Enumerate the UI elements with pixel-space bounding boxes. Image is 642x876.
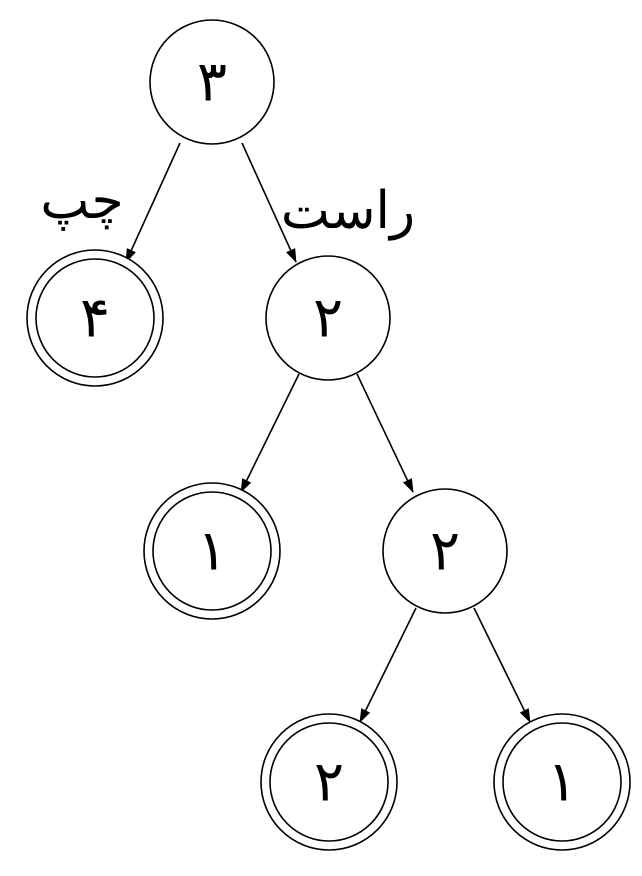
svg-text:۲: ۲ (314, 750, 344, 815)
edge-right-rightright (356, 373, 414, 493)
node-right: ۲ (265, 255, 391, 381)
edge-right-rightleft (240, 373, 300, 493)
edge-label-left: چپ (40, 171, 123, 231)
leaf-node-right-left: ۱ (143, 482, 281, 620)
edge-root-left (125, 142, 181, 263)
svg-text:۱: ۱ (547, 750, 577, 815)
node-right-right: ۲ (382, 488, 508, 614)
node-root: ۳ (149, 19, 275, 145)
leaf-node-left: ۴ (26, 249, 164, 387)
edge-rr-left (359, 607, 417, 723)
svg-text:۴: ۴ (80, 286, 110, 351)
edge-label-right: راست (281, 181, 415, 241)
edge-root-right (241, 142, 297, 263)
svg-text:۲: ۲ (430, 519, 460, 584)
leaf-node-rr-right: ۱ (493, 713, 631, 851)
svg-text:۱: ۱ (197, 519, 227, 584)
edge-rr-right (473, 607, 531, 723)
svg-text:۲: ۲ (313, 286, 343, 351)
leaf-node-rr-left: ۲ (260, 713, 398, 851)
svg-text:۳: ۳ (197, 50, 227, 115)
